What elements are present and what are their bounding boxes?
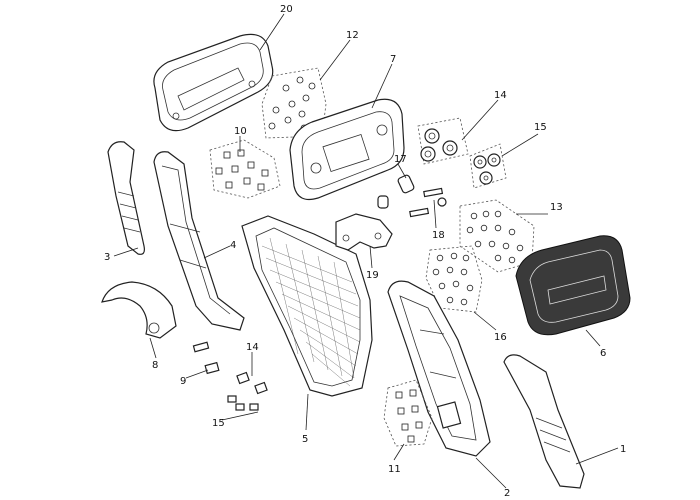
callout-14-upper: 14 (494, 90, 507, 101)
callout-5: 5 (302, 434, 308, 445)
callout-17: 17 (394, 154, 407, 165)
part-14-nut-set-upper (417, 117, 469, 165)
part-10-clip-set (209, 139, 281, 199)
callout-15-lower: 15 (212, 418, 225, 429)
part-7-housing (289, 98, 405, 201)
callout-6: 6 (600, 348, 606, 359)
part-1-side-trim-right (503, 354, 585, 489)
leader-lines (113, 13, 619, 489)
callout-labels: 20 12 7 14 15 10 17 13 3 4 18 19 6 16 8 … (104, 4, 626, 499)
callout-20: 20 (280, 4, 293, 15)
part-5-radiator-grille (241, 215, 373, 397)
callout-9: 9 (180, 376, 186, 387)
part-8-curved-bracket (101, 281, 177, 339)
part-6-side-cover-right (515, 235, 631, 336)
part-2-side-frame-right (387, 280, 491, 457)
part-4-side-panel-left (153, 151, 245, 331)
callout-13: 13 (550, 202, 563, 213)
callout-16: 16 (494, 332, 507, 343)
callout-14-lower: 14 (246, 342, 259, 353)
part-17-spacer (397, 174, 415, 194)
callout-3: 3 (104, 252, 110, 263)
callout-12: 12 (346, 30, 359, 41)
callout-10: 10 (234, 126, 247, 137)
part-16-screw-group (425, 245, 483, 313)
part-11-clip-set (383, 379, 433, 447)
callout-8: 8 (152, 360, 158, 371)
callout-2: 2 (504, 488, 510, 499)
part-9-bolt-nut (192, 341, 220, 375)
callout-15-upper: 15 (534, 122, 547, 133)
part-13-screw-group (459, 199, 535, 273)
part-14-nut-set-lower (236, 371, 268, 395)
callout-1: 1 (620, 444, 626, 455)
part-20-top-cover (153, 33, 274, 132)
callout-7: 7 (390, 54, 396, 65)
callout-11: 11 (388, 464, 401, 475)
part-15-washer-set-lower (227, 395, 259, 411)
part-3-side-trim-left (107, 141, 145, 255)
callout-19: 19 (366, 270, 379, 281)
part-15-washer-set-upper (469, 143, 507, 189)
part-19-mounting-bracket (335, 213, 393, 251)
callout-18: 18 (432, 230, 445, 241)
callout-4: 4 (230, 240, 236, 251)
part-18-bolt-set (377, 187, 447, 218)
